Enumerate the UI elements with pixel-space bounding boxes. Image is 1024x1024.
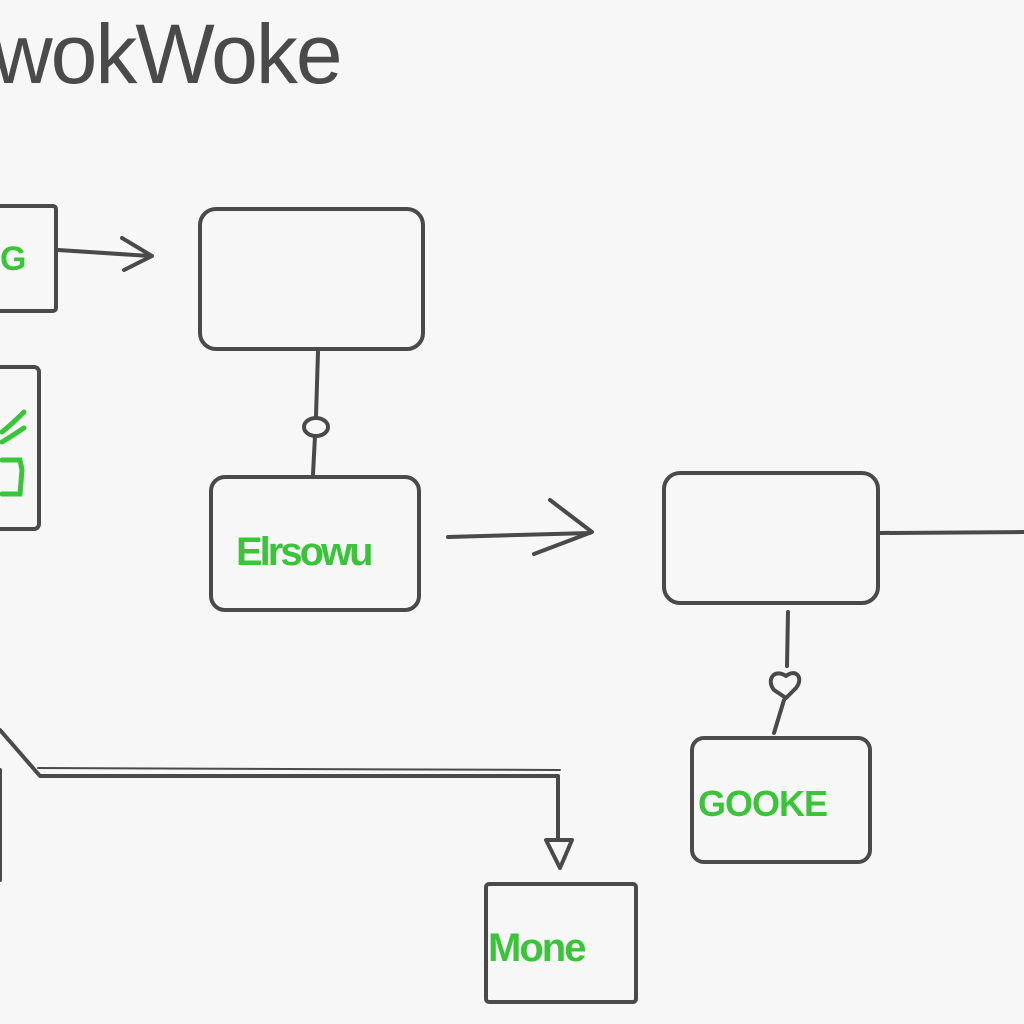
node-bottom [484,882,638,1004]
node-middle [209,475,421,612]
arrowhead-bottom [544,838,574,870]
connector-heart-right [768,671,802,700]
edge-top-to-middle-lower [311,434,317,476]
arrowhead-top [120,236,154,272]
arrowhead-right [532,498,594,556]
edge-right-outgoing [878,530,1024,535]
diagram-title: wokWoke [0,7,343,101]
edge-right-to-lower [785,610,790,668]
node-left-top [0,204,58,313]
node-lower-right-label: GOOKE [698,783,828,824]
edge-right-to-lower-b [772,698,786,735]
connector-circle-top [302,416,330,438]
node-right [662,471,880,605]
edge-top-to-middle [314,350,320,418]
leaf-icon [0,409,27,497]
edge-left-to-top [56,248,152,258]
node-middle-label: Elrsowu [236,530,374,574]
node-top [198,207,425,351]
node-bottom-label: Mone [488,926,586,970]
edge-middle-to-right [446,531,592,539]
edge-left-to-bottom-b [37,767,561,771]
node-lower-right [690,736,872,864]
edge-left-to-bottom [0,728,560,840]
node-left-top-label: G [0,240,27,278]
node-left-middle [0,365,41,531]
